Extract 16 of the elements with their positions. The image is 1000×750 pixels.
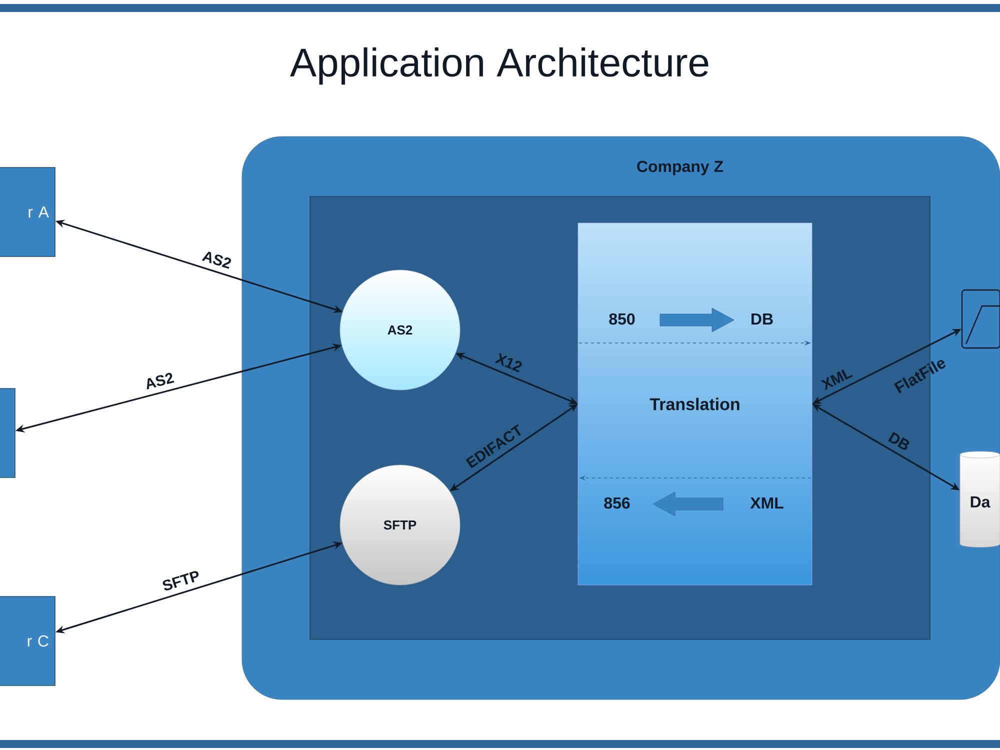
partner-box bbox=[0, 388, 16, 478]
partner-box: r C bbox=[0, 596, 56, 686]
edge-label: DB bbox=[888, 432, 910, 450]
edge-label: SFTP bbox=[162, 571, 199, 590]
title: Application Architecture bbox=[290, 47, 708, 85]
file-icon bbox=[961, 289, 1000, 349]
partner-box: r A bbox=[0, 167, 56, 257]
database-cylinder: Da bbox=[960, 451, 1000, 548]
edge-label: AS2 bbox=[202, 252, 231, 269]
text-label: XML bbox=[750, 498, 784, 508]
edge-label: X12 bbox=[494, 352, 522, 372]
edge-label: XML bbox=[820, 370, 853, 390]
edge-label: AS2 bbox=[146, 372, 174, 390]
text-label: DB bbox=[752, 314, 773, 324]
text-label: 856 bbox=[604, 497, 630, 509]
text-label: 850 bbox=[609, 313, 635, 325]
